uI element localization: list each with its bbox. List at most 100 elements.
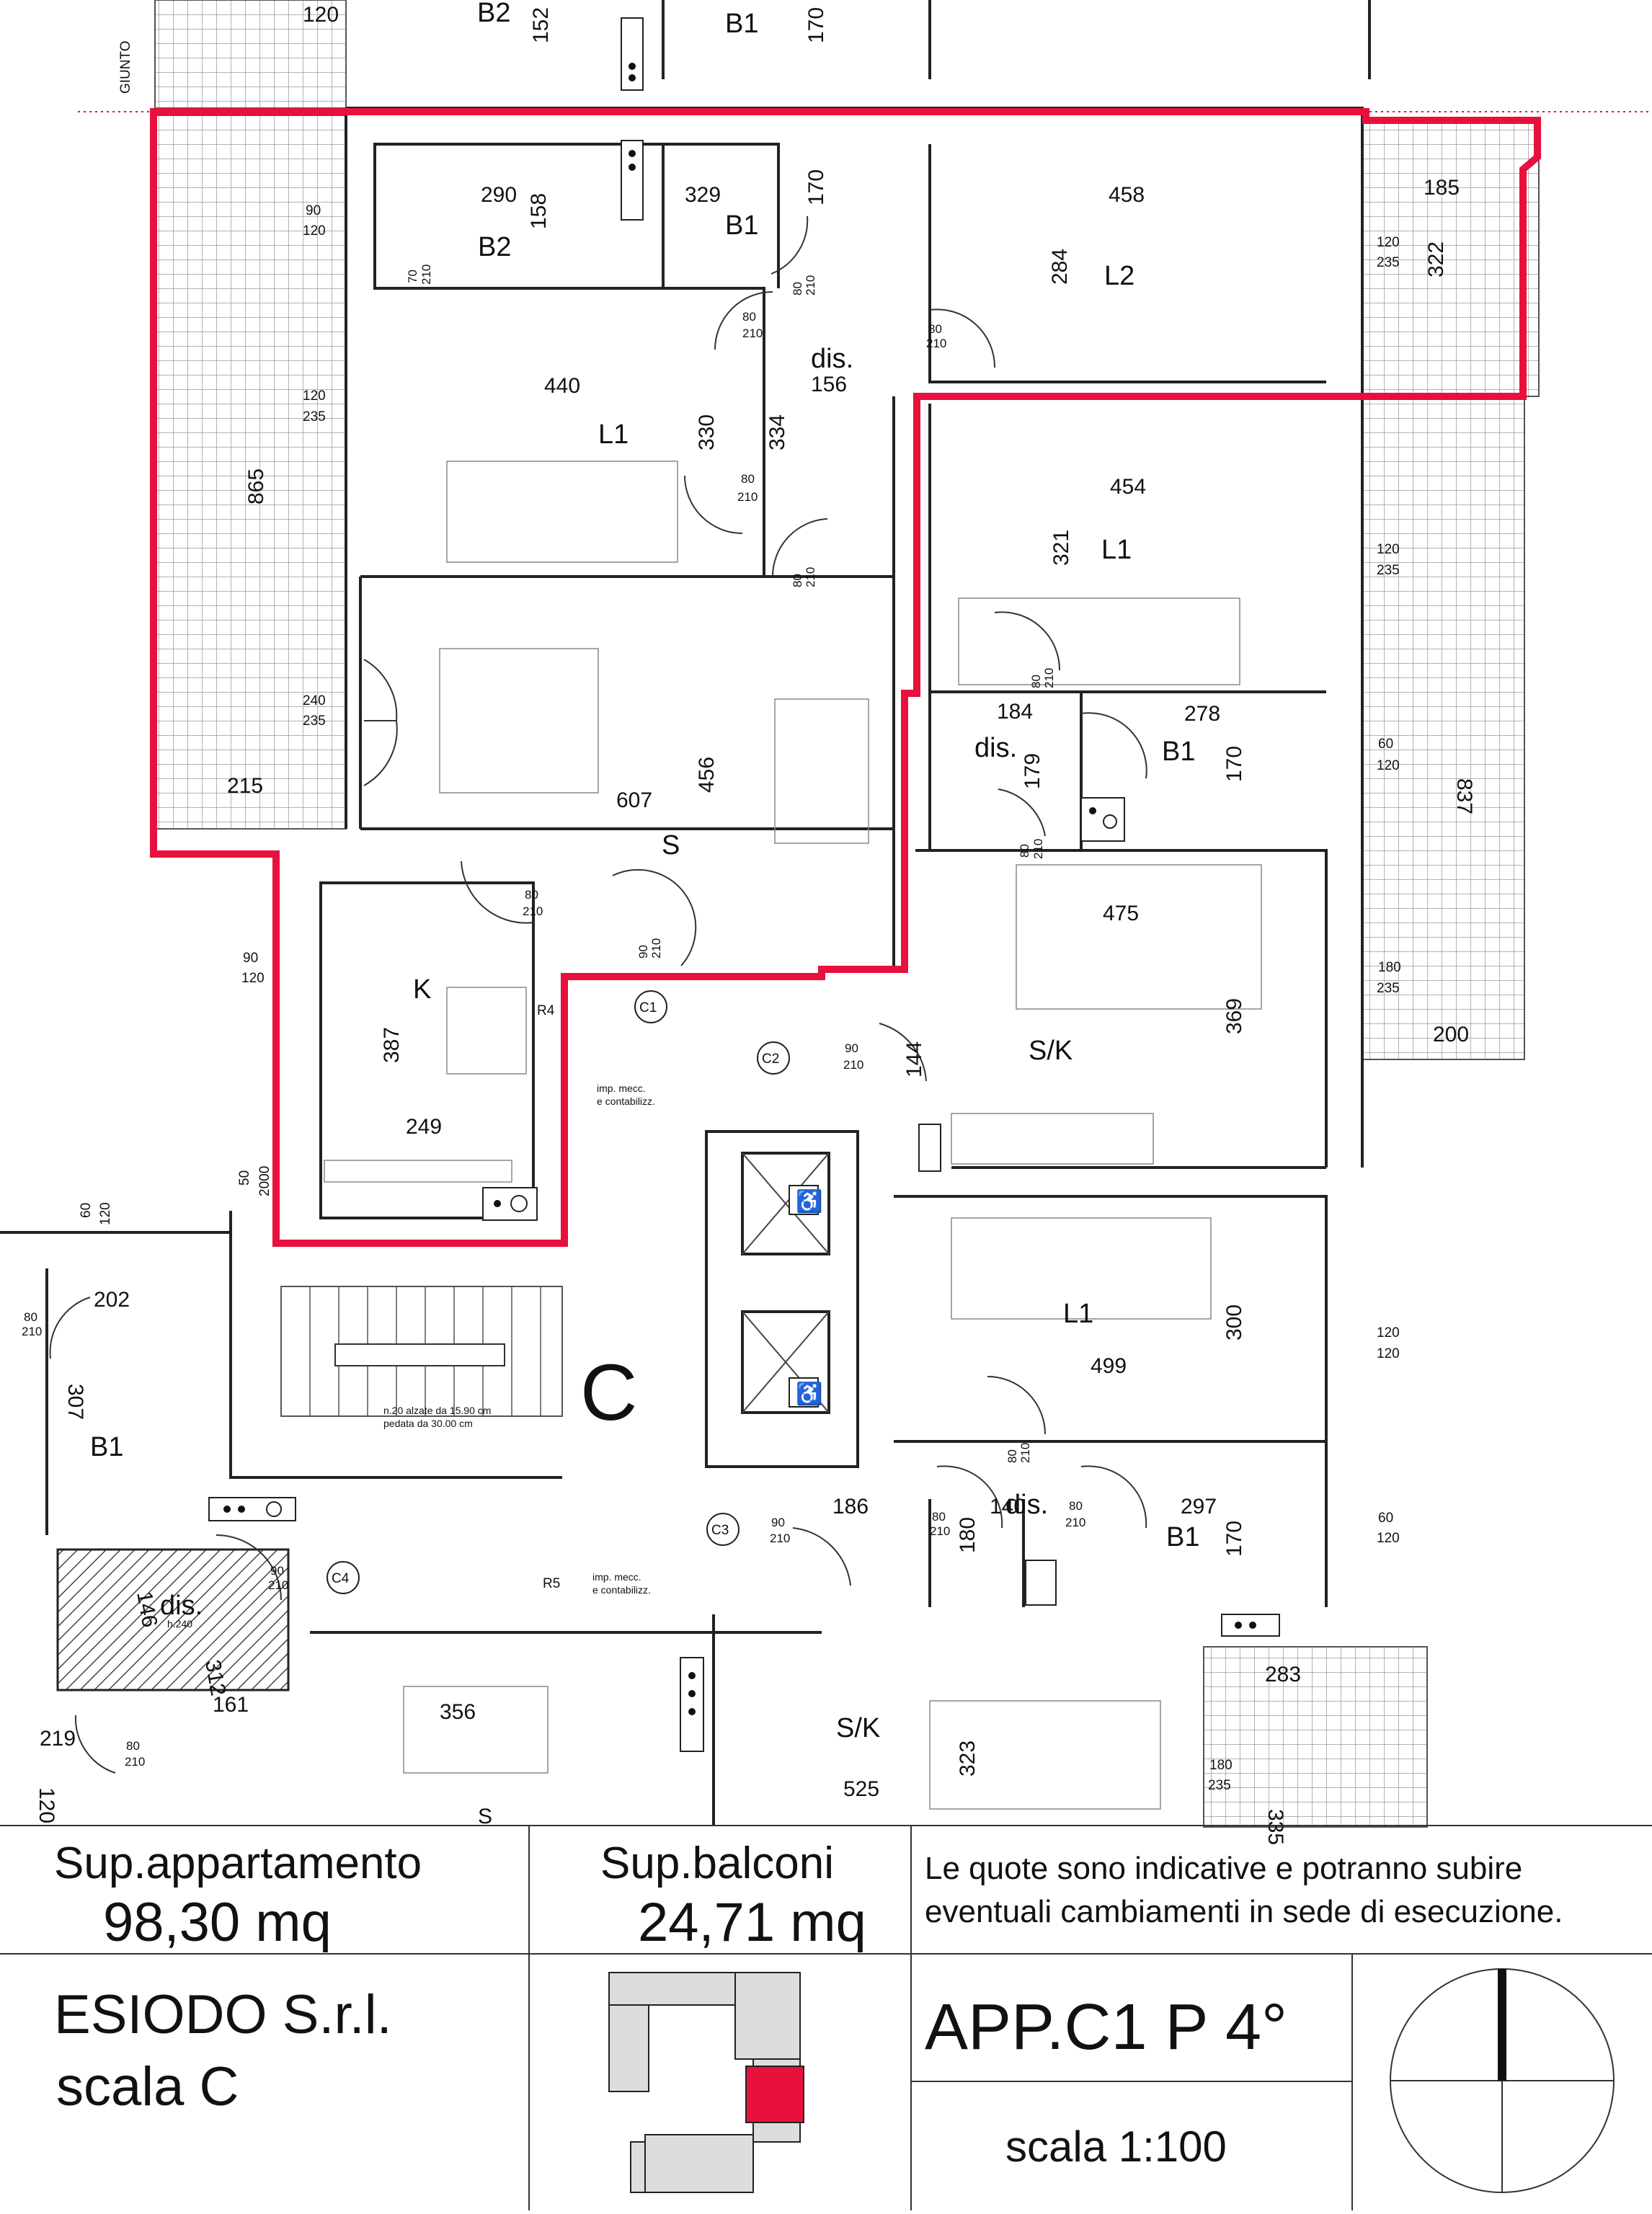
room-dis-a: dis.: [811, 344, 853, 374]
svg-text:80: 80: [1005, 1449, 1019, 1463]
svg-text:C4: C4: [332, 1571, 350, 1586]
svg-text:283: 283: [1265, 1663, 1301, 1686]
key-plan-highlight: [745, 2066, 804, 2123]
svg-text:210: 210: [125, 1755, 145, 1769]
svg-text:235: 235: [1208, 1778, 1231, 1793]
svg-text:235: 235: [1377, 255, 1400, 270]
svg-text:210: 210: [930, 1524, 950, 1538]
svg-text:120: 120: [303, 388, 326, 404]
room-l1-b: L1: [1101, 535, 1132, 565]
svg-text:C3: C3: [711, 1523, 729, 1538]
svg-text:297: 297: [1181, 1495, 1217, 1519]
apartment-outline: [150, 108, 1541, 1247]
svg-text:219: 219: [40, 1727, 76, 1751]
door-arcs: [49, 215, 1147, 1774]
svg-text:80: 80: [791, 574, 804, 587]
svg-text:60: 60: [1378, 737, 1393, 752]
svg-text:80: 80: [24, 1310, 37, 1324]
svg-text:284: 284: [1048, 249, 1072, 285]
svg-text:180: 180: [1378, 960, 1401, 975]
furniture: [324, 461, 1262, 1810]
svg-text:865: 865: [244, 468, 268, 504]
svg-text:80: 80: [932, 1510, 946, 1524]
apartment-id-cell: APP.C1 P 4°: [912, 1955, 1353, 2082]
svg-text:210: 210: [742, 326, 763, 340]
svg-text:120: 120: [1377, 758, 1400, 773]
svg-text:210: 210: [804, 275, 817, 295]
room-l1-c: L1: [1063, 1299, 1093, 1329]
svg-text:70: 70: [406, 270, 419, 283]
balcony-area-label: Sup.balconi: [600, 1839, 835, 1888]
apartment-area-cell: Sup.appartamento 98,30 mq: [0, 1826, 530, 1955]
svg-text:300: 300: [1222, 1304, 1246, 1341]
svg-text:60: 60: [79, 1203, 94, 1218]
circle-tags: C1 C2 C3 C4 R4 R5: [327, 990, 790, 1594]
balcony-north-east: [1362, 118, 1540, 397]
room-s-a: S: [662, 830, 680, 861]
key-plan: [608, 1972, 804, 2193]
svg-text:210: 210: [419, 264, 433, 285]
svg-text:235: 235: [303, 713, 326, 729]
svg-text:80: 80: [741, 472, 755, 486]
svg-text:C1: C1: [639, 1000, 657, 1015]
svg-text:440: 440: [544, 374, 580, 398]
room-s-b: S: [478, 1805, 492, 1828]
title-block: Sup.appartamento 98,30 mq Sup.balconi 24…: [0, 1825, 1652, 2210]
svg-text:152: 152: [529, 7, 553, 43]
room-labels: B2 B1 B2 B1 L2 dis. L1 S K L1 dis. B1 S/…: [90, 0, 1199, 1828]
svg-text:215: 215: [227, 774, 263, 798]
svg-text:90: 90: [270, 1564, 284, 1578]
svg-text:454: 454: [1110, 475, 1146, 499]
room-l1-a: L1: [598, 419, 629, 450]
apartment-area-label: Sup.appartamento: [54, 1839, 422, 1888]
svg-text:80: 80: [126, 1739, 140, 1753]
floor-plan: GIUNTO: [0, 0, 1652, 1845]
svg-text:80: 80: [525, 888, 538, 902]
room-b1-b: B1: [1162, 737, 1195, 767]
door-size-labels: 70 210 80 210 80 210 80 210 80 210 80 21…: [22, 264, 1085, 1769]
stair-name: scala C: [56, 2056, 239, 2117]
svg-text:322: 322: [1424, 241, 1448, 277]
svg-text:210: 210: [926, 337, 946, 350]
svg-text:imp. mecc.: imp. mecc.: [592, 1571, 641, 1583]
svg-text:♿: ♿: [796, 1381, 822, 1406]
svg-text:90: 90: [845, 1041, 858, 1055]
joint-label: GIUNTO: [118, 40, 133, 94]
svg-text:80: 80: [742, 310, 756, 324]
svg-text:120: 120: [1377, 1325, 1400, 1341]
svg-text:210: 210: [22, 1325, 42, 1338]
company-cell: ESIODO S.r.l. scala C: [0, 1955, 530, 2210]
scale-cell: scala 1:100: [912, 2082, 1353, 2210]
svg-text:90: 90: [636, 945, 650, 959]
svg-text:144: 144: [902, 1041, 926, 1077]
svg-text:210: 210: [1042, 668, 1056, 688]
svg-text:210: 210: [523, 904, 543, 918]
room-b1-c: B1: [1166, 1522, 1199, 1552]
svg-text:90: 90: [243, 951, 258, 966]
svg-text:80: 80: [1029, 675, 1043, 688]
svg-text:120: 120: [1377, 1531, 1400, 1546]
room-b2-top: B2: [477, 0, 510, 28]
svg-text:R5: R5: [543, 1576, 560, 1591]
svg-text:179: 179: [1021, 753, 1044, 789]
room-b1-left: B1: [90, 1432, 123, 1462]
accessibility-icons: ♿ ♿: [789, 1185, 822, 1408]
svg-text:80: 80: [1069, 1499, 1083, 1513]
svg-text:235: 235: [1377, 981, 1400, 996]
svg-text:imp. mecc.: imp. mecc.: [597, 1082, 646, 1094]
svg-text:335: 335: [1264, 1809, 1287, 1845]
balcony-area-cell: Sup.balconi 24,71 mq: [530, 1826, 912, 1955]
svg-text:185: 185: [1424, 176, 1460, 200]
hob-icons: [208, 17, 1280, 1752]
svg-text:90: 90: [306, 203, 321, 218]
svg-text:80: 80: [791, 282, 804, 295]
room-b2: B2: [478, 232, 511, 262]
balcony-south-east: [1203, 1646, 1428, 1828]
svg-text:2000: 2000: [257, 1166, 272, 1196]
room-dis-b: dis.: [974, 733, 1017, 763]
svg-text:356: 356: [440, 1700, 476, 1724]
svg-text:200: 200: [1433, 1023, 1469, 1046]
svg-text:210: 210: [737, 490, 758, 504]
svg-text:475: 475: [1103, 902, 1139, 925]
svg-text:184: 184: [997, 700, 1033, 724]
